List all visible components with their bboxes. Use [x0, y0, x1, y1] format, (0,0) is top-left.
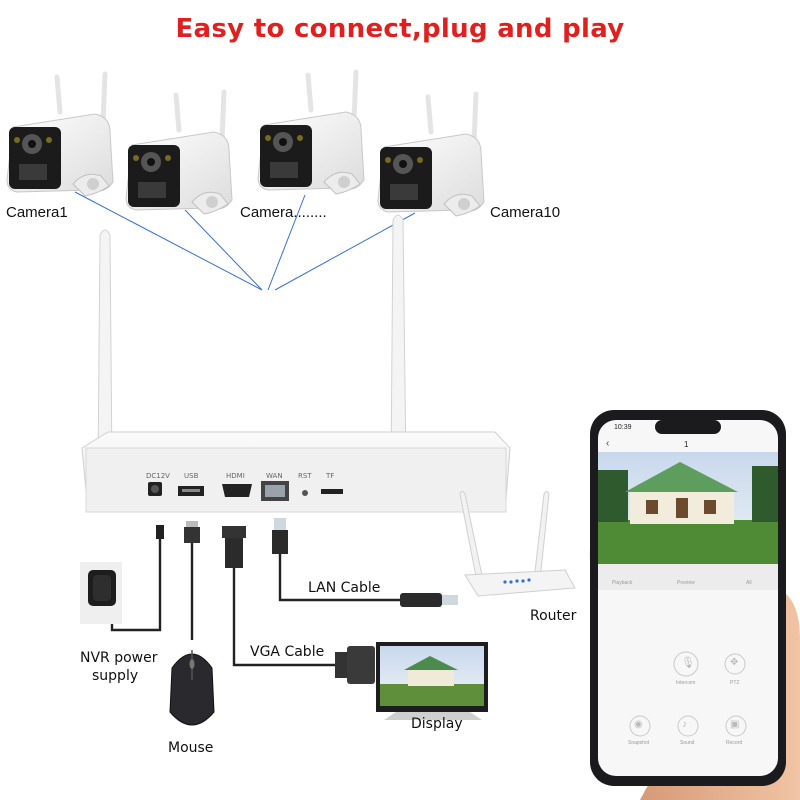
router-label: Router — [530, 608, 577, 624]
phone-control-sound[interactable]: Sound — [680, 740, 695, 746]
microphone-icon[interactable]: 🎙 — [681, 657, 695, 669]
phone-control-record[interactable]: Record — [726, 740, 743, 746]
power-supply-label-line1: NVR power — [80, 650, 158, 666]
port-label-rst: RST — [298, 472, 312, 480]
phone-control-ptz[interactable]: PTZ — [730, 680, 740, 686]
tf-slot — [321, 489, 343, 494]
phone-tab-playback[interactable]: Playback — [612, 580, 633, 586]
camera-1-label: Camera1 — [6, 204, 68, 221]
wireless-link-2 — [184, 209, 263, 291]
power-supply-label-line2: supply — [92, 668, 139, 684]
camera-4 — [377, 91, 485, 217]
wireless-link-3 — [267, 194, 306, 291]
camera-3 — [257, 69, 365, 195]
mouse-label: Mouse — [168, 740, 214, 756]
reset-port — [302, 490, 308, 496]
camera-10-label: Camera10 — [490, 204, 561, 221]
phone-channel-title: 1 — [684, 440, 689, 449]
speaker-icon[interactable]: ♪ — [682, 719, 687, 730]
record-icon[interactable]: ▣ — [730, 719, 740, 730]
display-monitor — [376, 642, 488, 720]
wireless-links — [74, 191, 416, 291]
camera-1 — [6, 71, 114, 197]
smartphone — [590, 410, 786, 786]
camera-middle-label: Camera........ — [240, 204, 327, 221]
vga-cable-label: VGA Cable — [250, 644, 325, 660]
ptz-icon[interactable]: ✥ — [730, 657, 739, 668]
nvr-recorder — [81, 431, 511, 513]
camera-snapshot-icon[interactable]: ◉ — [634, 719, 643, 730]
port-label-usb: USB — [184, 472, 199, 480]
phone-tab-all[interactable]: All — [746, 580, 752, 586]
camera-2 — [125, 89, 233, 215]
phone-back-icon[interactable]: ‹ — [606, 438, 610, 449]
lan-cable-label: LAN Cable — [308, 580, 381, 596]
phone-control-intercom[interactable]: Intercom — [676, 680, 696, 686]
headline: Easy to connect,plug and play — [175, 14, 625, 44]
mouse-device — [169, 650, 215, 726]
port-label-wan: WAN — [266, 472, 283, 480]
display-label: Display — [411, 716, 463, 732]
nvr-antennas — [97, 214, 407, 471]
phone-tab-preview[interactable]: Preview — [677, 580, 695, 586]
wireless-link-4 — [274, 212, 416, 291]
router-device — [459, 491, 576, 597]
port-label-tf: TF — [326, 472, 335, 480]
port-label-dc: DC12V — [146, 472, 170, 480]
hdmi-port — [222, 484, 252, 497]
power-adapter — [80, 562, 122, 624]
phone-status-time: 10:39 — [614, 424, 632, 431]
wireless-link-1 — [74, 191, 263, 291]
phone-control-snapshot[interactable]: Snapshot — [628, 740, 650, 746]
plugs — [156, 518, 458, 684]
port-label-hdmi: HDMI — [226, 472, 245, 480]
